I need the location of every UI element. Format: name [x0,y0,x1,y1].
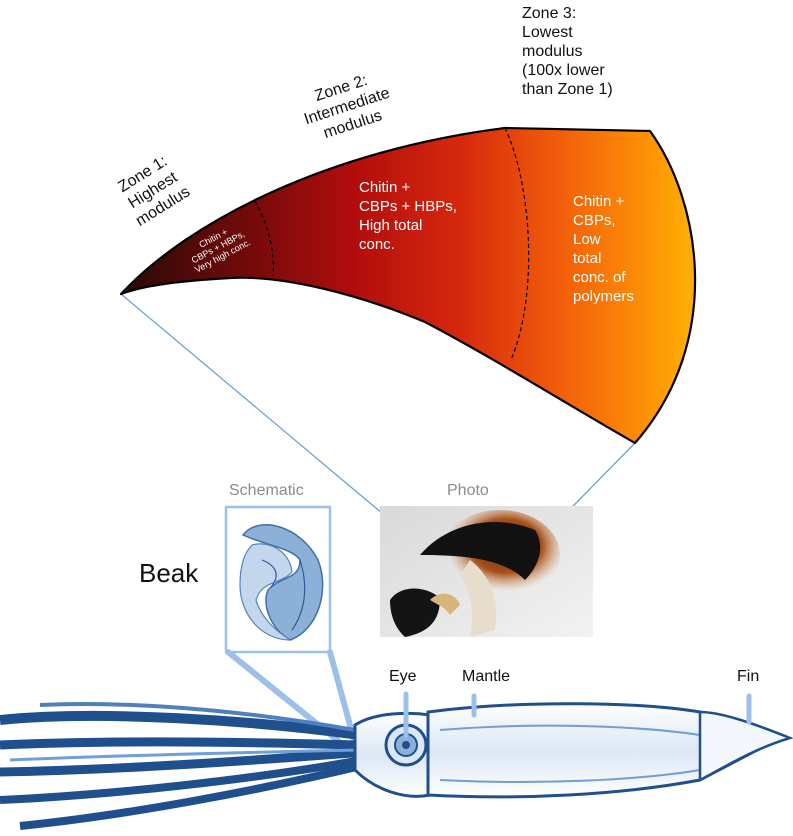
zone-3-title: Zone 3: Lowest modulus (100x lower than … [522,4,632,99]
squid-illustration [0,704,790,826]
eye-label: Eye [389,668,417,686]
zone-3-composition: Chitin + CBPs, Low total conc. of polyme… [573,192,673,306]
fin-label: Fin [737,668,759,686]
beak-photo [380,506,593,637]
beak-label: Beak [139,558,198,589]
schematic-caption: Schematic [229,482,304,500]
photo-caption: Photo [447,482,489,500]
mantle-label: Mantle [462,668,510,686]
zone-2-composition: Chitin + CBPs + HBPs, High total conc. [359,178,479,254]
